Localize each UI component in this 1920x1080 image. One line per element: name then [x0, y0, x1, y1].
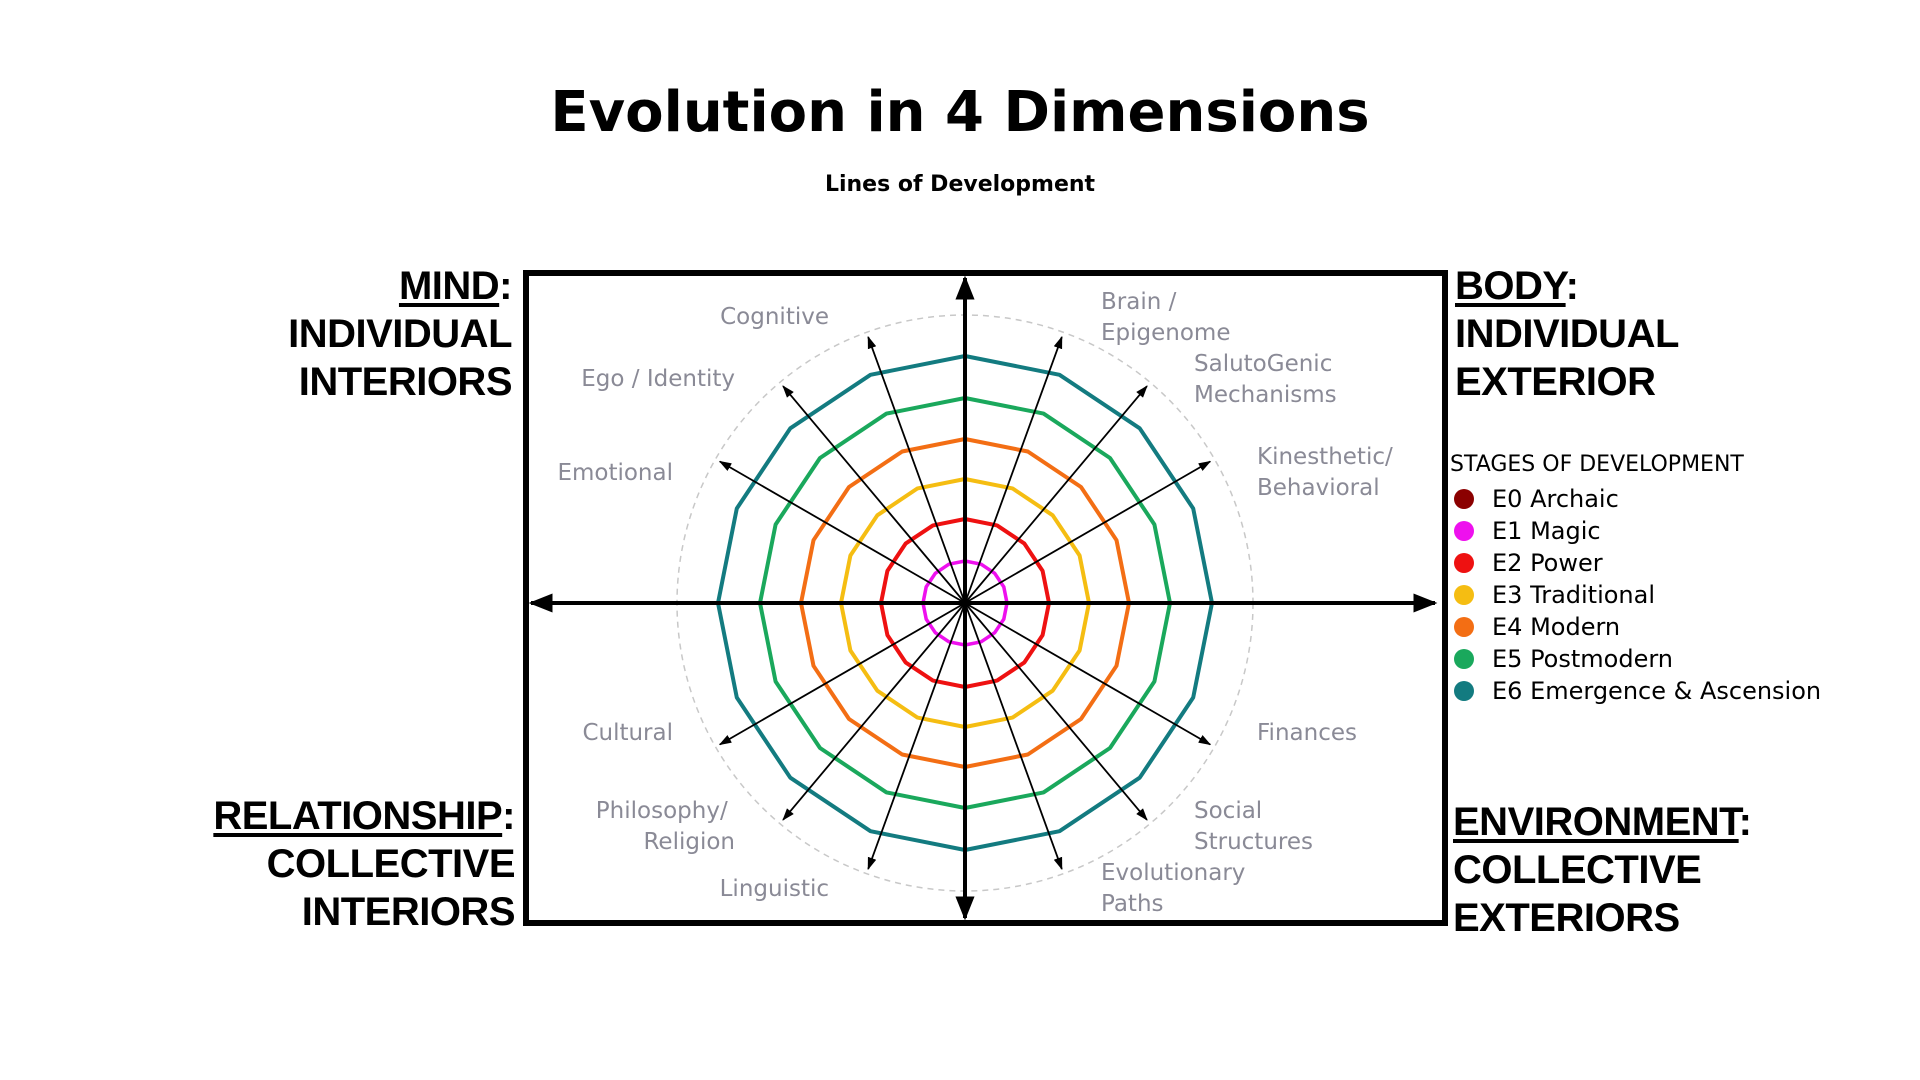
legend-item-label: E4 Modern [1492, 613, 1621, 641]
axis-spoke [867, 335, 966, 604]
axis-label-evolutionary: Evolutionary Paths [1101, 860, 1253, 917]
quadrant-body-colon: : [1565, 264, 1579, 308]
legend-color-dot [1454, 681, 1474, 701]
axis-label-ego: Ego / Identity [581, 366, 735, 392]
legend-color-dot [1454, 521, 1474, 541]
legend-item: E2 Power [1454, 547, 1821, 579]
axis-spoke [964, 602, 1148, 821]
axis-label-cognitive: Cognitive [720, 304, 829, 330]
legend-item-label: E2 Power [1492, 549, 1603, 577]
axis-label-kinesthetic: Kinesthetic/ Behavioral [1257, 444, 1400, 501]
quadrant-body-label: BODY: INDIVIDUAL EXTERIOR [1455, 262, 1679, 406]
axis-spoke [964, 460, 1212, 604]
quadrant-relationship-label: RELATIONSHIP: COLLECTIVE INTERIORS [213, 792, 515, 936]
legend-item-label: E6 Emergence & Ascension [1492, 677, 1822, 705]
quadrant-mind-label: MIND: INDIVIDUAL INTERIORS [288, 262, 512, 406]
quadrant-body-line1: INDIVIDUAL [1455, 312, 1679, 356]
quadrant-relationship-line1: COLLECTIVE [266, 842, 516, 886]
quadrant-body-line2: EXTERIOR [1455, 360, 1656, 404]
axis-label-linguistic: Linguistic [720, 876, 829, 902]
quadrant-mind-line1: INDIVIDUAL [288, 312, 512, 356]
axis-label-brain: Brain / Epigenome [1101, 289, 1230, 346]
axis-spoke [782, 602, 966, 821]
quadrant-frame [523, 270, 1448, 926]
axis-spoke [718, 460, 966, 604]
legend-item-label: E1 Magic [1492, 517, 1601, 545]
axis-spokes [718, 335, 1212, 871]
legend-item: E4 Modern [1454, 611, 1821, 643]
legend-item-label: E3 Traditional [1492, 581, 1656, 609]
legend-color-dot [1454, 617, 1474, 637]
page-title: Evolution in 4 Dimensions [550, 80, 1370, 145]
legend-item: E5 Postmodern [1454, 643, 1821, 675]
axis-spoke [964, 602, 1063, 871]
legend-color-dot [1454, 585, 1474, 605]
legend-item-label: E0 Archaic [1492, 485, 1619, 513]
quadrant-relationship-colon: : [502, 794, 515, 838]
axis-spoke [964, 335, 1063, 604]
axis-label-salutogenic: SalutoGenic Mechanisms [1194, 351, 1340, 408]
quadrant-relationship-line2: INTERIORS [301, 890, 516, 934]
quadrant-relationship-head: RELATIONSHIP [213, 794, 503, 838]
quadrant-environment-label: ENVIRONMENT: COLLECTIVE EXTERIORS [1453, 798, 1752, 942]
axis-label-emotional: Emotional [557, 460, 673, 486]
legend-item: E0 Archaic [1454, 483, 1821, 515]
quadrant-body-head: BODY [1455, 264, 1566, 308]
quadrant-environment-line2: EXTERIORS [1453, 896, 1680, 940]
quadrant-mind-colon: : [499, 264, 512, 308]
axis-spoke [964, 602, 1212, 746]
legend-item-label: E5 Postmodern [1492, 645, 1673, 673]
page-subtitle: Lines of Development [824, 172, 1096, 197]
legend-items: E0 Archaic E1 Magic E2 Power E3 Traditional… [1450, 483, 1821, 707]
quadrant-environment-head: ENVIRONMENT [1453, 800, 1739, 844]
axis-spoke [782, 385, 966, 604]
axis-spoke [964, 385, 1148, 604]
legend-title: STAGES OF DEVELOPMENT [1450, 452, 1744, 477]
axis-spoke [867, 602, 966, 871]
stages-legend: STAGES OF DEVELOPMENT E0 Archaic E1 Magic… [1450, 452, 1821, 707]
axis-label-philosophy: Philosophy/ Religion [596, 798, 735, 855]
axis-label-social: Social Structures [1194, 798, 1313, 855]
legend-item: E1 Magic [1454, 515, 1821, 547]
quadrant-environment-line1: COLLECTIVE [1453, 848, 1702, 892]
axis-label-cultural: Cultural [582, 720, 673, 746]
quadrant-mind-head: MIND [398, 264, 500, 308]
quadrant-mind-line2: INTERIORS [298, 360, 513, 404]
axis-label-finances: Finances [1257, 720, 1357, 746]
quadrant-environment-colon: : [1738, 800, 1752, 844]
legend-color-dot [1454, 489, 1474, 509]
axis-spoke [718, 602, 966, 746]
legend-item: E3 Traditional [1454, 579, 1821, 611]
legend-item: E6 Emergence & Ascension [1454, 675, 1821, 707]
legend-color-dot [1454, 649, 1474, 669]
legend-color-dot [1454, 553, 1474, 573]
